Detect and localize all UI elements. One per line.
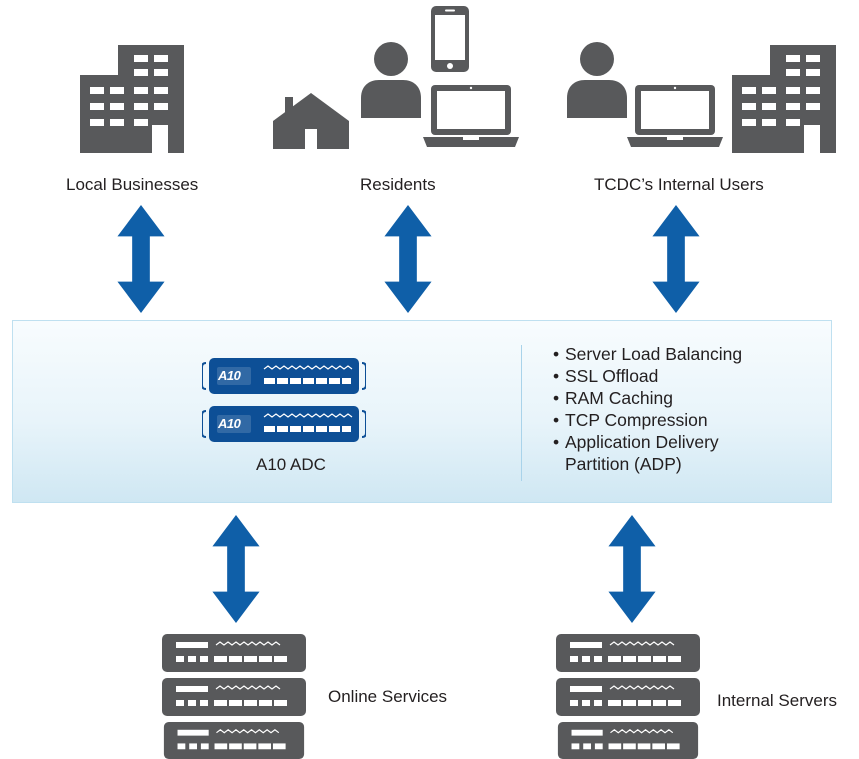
bidirectional-arrow-icon (608, 515, 656, 623)
feature-item: Application Delivery (553, 431, 742, 453)
feature-item: TCP Compression (553, 409, 742, 431)
laptop-icon (423, 85, 519, 147)
a10-logo: A10 (218, 368, 241, 383)
server-unit-icon (162, 634, 306, 672)
feature-item-continuation: Partition (ADP) (565, 454, 682, 474)
feature-list: Server Load Balancing SSL Offload RAM Ca… (553, 343, 742, 475)
feature-item: Server Load Balancing (553, 343, 742, 365)
internal-servers-label: Internal Servers (717, 691, 837, 710)
band-divider (521, 345, 522, 481)
person-icon (567, 42, 627, 118)
house-icon (273, 93, 349, 149)
bidirectional-arrow-icon (384, 205, 432, 313)
internal-users-label: TCDC’s Internal Users (594, 175, 764, 194)
feature-item: SSL Offload (553, 365, 742, 387)
laptop-icon (627, 85, 723, 147)
adc-label: A10 ADC (256, 455, 326, 474)
person-icon (361, 42, 421, 118)
residents-label: Residents (360, 175, 436, 194)
server-unit-icon (162, 722, 306, 759)
bidirectional-arrow-icon (212, 515, 260, 623)
online-services-label: Online Services (328, 687, 448, 706)
office-building-icon (732, 45, 836, 153)
smartphone-icon (431, 6, 469, 72)
server-unit-icon (556, 722, 700, 759)
a10-logo: A10 (218, 416, 241, 431)
feature-item: RAM Caching (553, 387, 742, 409)
bidirectional-arrow-icon (117, 205, 165, 313)
server-unit-icon (162, 678, 306, 716)
office-building-icon (80, 45, 184, 153)
bidirectional-arrow-icon (652, 205, 700, 313)
server-unit-icon (556, 678, 700, 716)
local-businesses-label: Local Businesses (66, 175, 199, 194)
server-unit-icon (556, 634, 700, 672)
